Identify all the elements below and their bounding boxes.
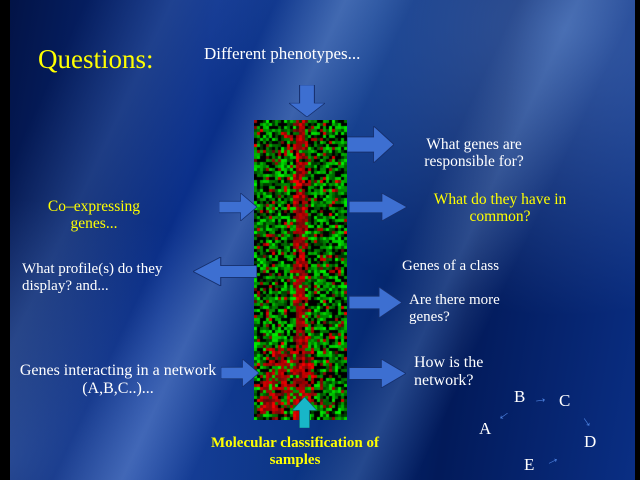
network-node-a: A — [479, 419, 492, 438]
left-black-border — [0, 0, 10, 480]
network-edge-arrow: → — [531, 390, 549, 408]
network-node-e: E — [524, 455, 535, 474]
caption-different-phenotypes: Different phenotypes... — [204, 44, 361, 63]
caption-co-expressing: Co–expressing genes... — [47, 198, 141, 233]
caption-in-common: What do they have in common? — [433, 191, 567, 226]
network-edge-arrow: → — [541, 449, 563, 471]
right-arrow-in-common — [349, 193, 407, 221]
right-arrow-what-genes — [347, 126, 394, 163]
caption-molecular-classification: Molecular classification of samples — [210, 435, 380, 468]
right-arrow-coexpressing — [219, 193, 257, 221]
left-arrow-profiles — [193, 257, 257, 286]
caption-how-network: How is the network? — [414, 354, 484, 389]
network-node-d: D — [584, 432, 597, 451]
right-arrow-network-in — [221, 359, 259, 387]
right-arrow-how-network — [349, 359, 406, 388]
right-black-border — [635, 0, 640, 480]
caption-more-genes: Are there more genes? — [409, 292, 500, 325]
network-node-b: B — [514, 387, 526, 406]
caption-what-profiles: What profile(s) do they display? and... — [22, 261, 163, 294]
caption-genes-of-class: Genes of a class — [402, 258, 500, 274]
up-arrow-classification — [292, 397, 317, 428]
network-edge-arrow: → — [494, 406, 516, 428]
page-title: Questions: — [38, 44, 154, 74]
gene-expression-heatmap — [254, 120, 347, 420]
caption-what-genes: What genes are responsible for? — [424, 136, 524, 171]
caption-genes-interacting: Genes interacting in a network (A,B,C..)… — [19, 362, 217, 397]
network-node-c: C — [559, 391, 571, 410]
network-edge-arrow: → — [577, 410, 599, 432]
down-arrow-phenotypes — [289, 85, 325, 117]
right-arrow-more-genes — [349, 287, 402, 318]
